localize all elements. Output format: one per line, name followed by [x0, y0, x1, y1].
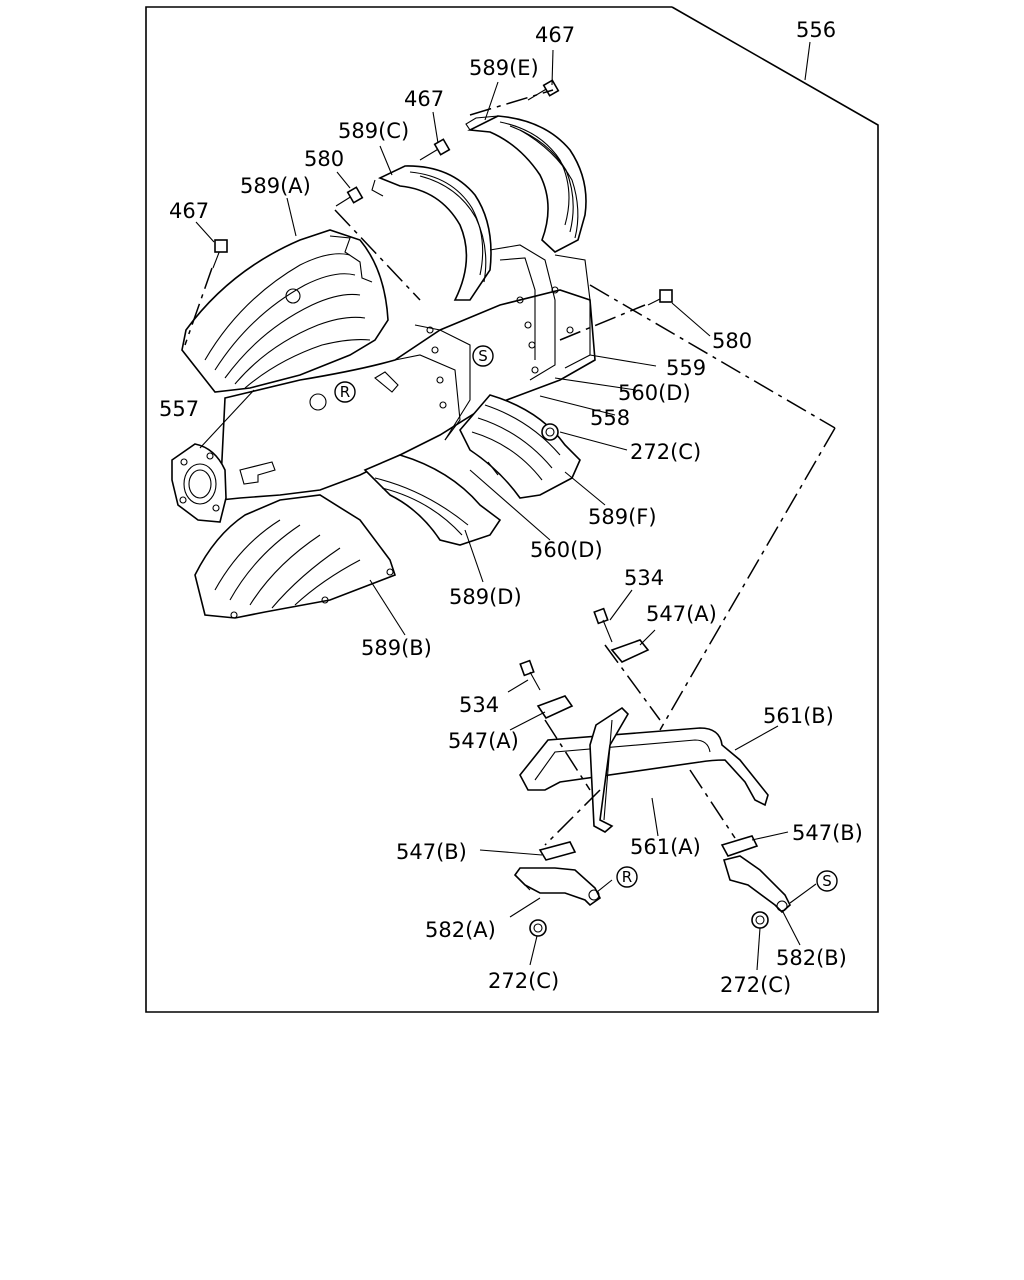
label-589d: 589(D): [449, 585, 522, 609]
label-561a: 561(A): [630, 835, 701, 859]
bolt-467-left: [212, 239, 228, 269]
bracket-582b: [722, 855, 791, 914]
heat-shield-589d: [363, 454, 502, 546]
pipe-561a: [589, 706, 630, 833]
heat-shield-589b: [194, 494, 397, 619]
inlet-flange-557: [171, 443, 227, 523]
label-589e: 589(E): [469, 56, 539, 80]
bracket-582a: [513, 867, 602, 907]
label-556: 556: [796, 18, 836, 42]
bolt-467-top: [527, 79, 560, 101]
label-534-left: 534: [459, 693, 499, 717]
label-272c-right: 272(C): [720, 973, 791, 997]
nut-272c-top: [541, 423, 559, 441]
marker-r-body: R: [334, 381, 356, 403]
label-534-right: 534: [624, 566, 664, 590]
label-589a: 589(A): [240, 174, 311, 198]
clamp-547a-left: [536, 695, 574, 720]
bolt-467-mid: [419, 138, 451, 161]
label-589c: 589(C): [338, 119, 409, 143]
label-589b: 589(B): [361, 636, 432, 660]
clamp-547a-right: [610, 639, 650, 663]
label-560d-bottom: 560(D): [530, 538, 603, 562]
label-547b-left: 547(B): [396, 840, 467, 864]
nut-272c-left: [529, 919, 547, 937]
label-558: 558: [590, 406, 630, 430]
bolt-534-left: [519, 659, 541, 691]
heat-shield-589c: [371, 165, 492, 301]
marker-r-bracket-text: R: [622, 868, 632, 886]
pipe-561b: [519, 727, 769, 807]
label-580-top: 580: [304, 147, 344, 171]
label-547a-left: 547(A): [448, 729, 519, 753]
bolt-580-right: [647, 289, 673, 306]
label-467-left: 467: [169, 199, 209, 223]
heat-shield-589e: [465, 115, 587, 253]
label-467-mid: 467: [404, 87, 444, 111]
diagram-frame: [145, 6, 879, 1013]
marker-s-body-text: S: [478, 347, 488, 365]
label-547b-right: 547(B): [792, 821, 863, 845]
label-582a: 582(A): [425, 918, 496, 942]
clamp-547b-left: [538, 841, 577, 861]
label-547a-right: 547(A): [646, 602, 717, 626]
catalytic-converter-body: [181, 229, 596, 501]
label-561b: 561(B): [763, 704, 834, 728]
nut-272c-right: [751, 911, 769, 929]
bolt-580-top: [335, 186, 364, 207]
heat-shield-589f: [459, 394, 581, 499]
marker-s-body: S: [472, 345, 494, 367]
marker-r-bracket: R: [616, 866, 638, 888]
marker-r-body-text: R: [340, 383, 350, 401]
label-467-top: 467: [535, 23, 575, 47]
label-559: 559: [666, 356, 706, 380]
label-589f: 589(F): [588, 505, 657, 529]
label-580-right: 580: [712, 329, 752, 353]
label-560d-top: 560(D): [618, 381, 691, 405]
marker-s-bracket: S: [816, 870, 838, 892]
label-272c-left: 272(C): [488, 969, 559, 993]
marker-s-bracket-text: S: [822, 872, 832, 890]
clamp-547b-right: [720, 835, 759, 857]
bolt-534-right: [593, 607, 613, 643]
label-582b: 582(B): [776, 946, 847, 970]
label-272c-top: 272(C): [630, 440, 701, 464]
label-557: 557: [159, 397, 199, 421]
